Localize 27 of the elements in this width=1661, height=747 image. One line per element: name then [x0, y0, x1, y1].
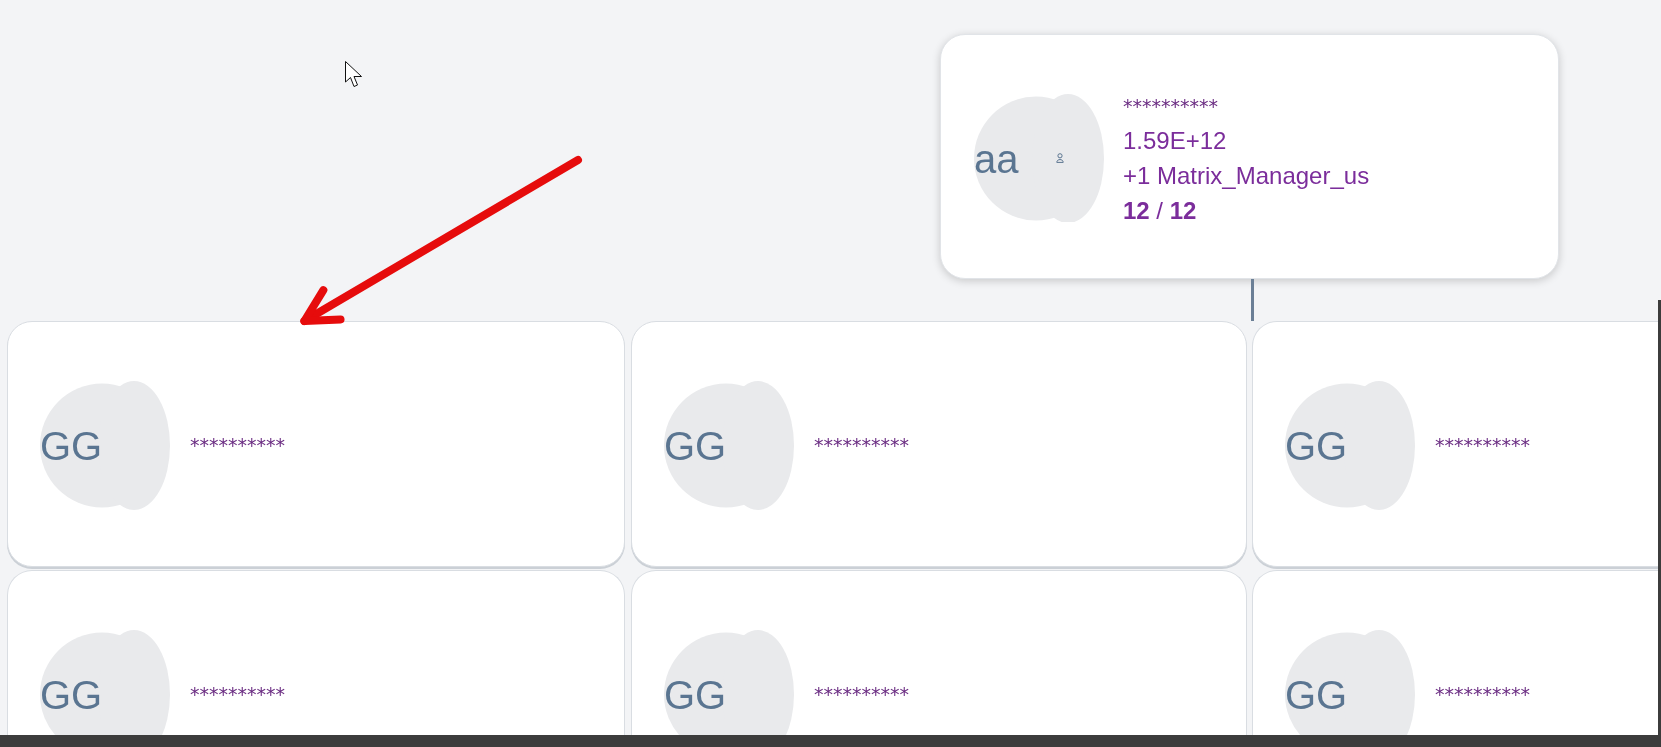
- masked-name: **********: [1435, 682, 1530, 707]
- masked-name: **********: [1435, 433, 1530, 458]
- profile-card: [7, 321, 625, 567]
- avatar-initials: aa: [974, 138, 1019, 179]
- profile-card: [631, 321, 1247, 567]
- avatar-initials: GG: [40, 674, 103, 715]
- profile-card: [940, 34, 1559, 279]
- arrow: [300, 156, 582, 325]
- masked-name: **********: [814, 682, 909, 707]
- avatar-initials: GG: [40, 425, 103, 466]
- initials-avatar: [974, 94, 1104, 222]
- masked-name: **********: [814, 433, 909, 458]
- profile-card: [1252, 321, 1658, 567]
- avatar-initials: GG: [1285, 425, 1348, 466]
- avatar-initials: GG: [664, 674, 727, 715]
- role-text: +1 Matrix_Manager_us: [1123, 160, 1370, 191]
- profile-card: [7, 570, 625, 735]
- connector-line: [1251, 279, 1254, 321]
- avatar-initials: GG: [664, 425, 727, 466]
- masked-name: **********: [190, 682, 285, 707]
- count-ratio: 12 / 12: [1123, 195, 1198, 226]
- id-number: 1.59E+12: [1123, 125, 1228, 156]
- profile-card: [1252, 570, 1658, 735]
- avatar-initials: GG: [1285, 674, 1348, 715]
- profile-card: [631, 570, 1247, 735]
- masked-name: **********: [190, 433, 285, 458]
- masked-name: **********: [1123, 93, 1219, 119]
